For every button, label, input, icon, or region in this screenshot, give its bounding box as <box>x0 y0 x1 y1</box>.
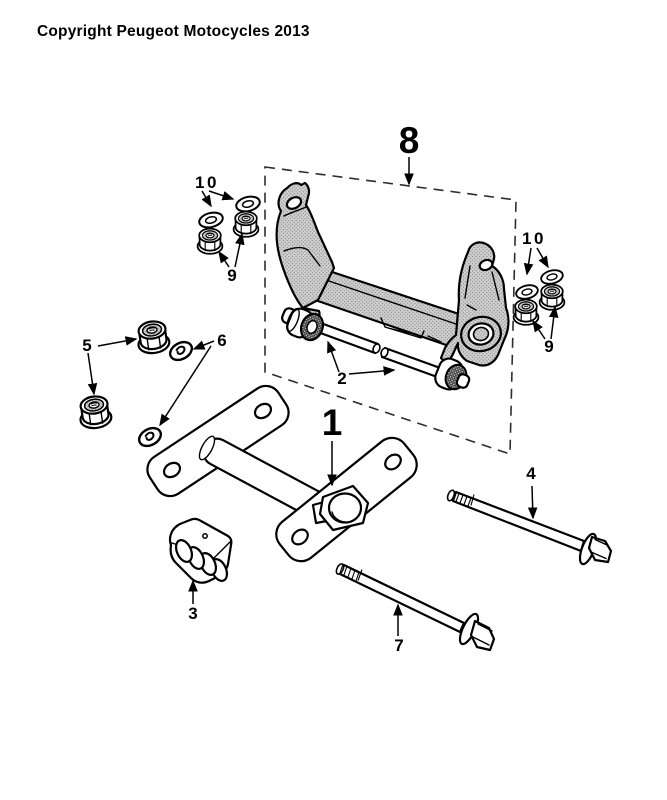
part-6-wave-washer-b <box>134 423 166 451</box>
part-1-link-assembly <box>146 384 418 563</box>
callout-10-right: 10 <box>522 229 546 248</box>
callout-6: 6 <box>217 331 226 350</box>
arrow-6b <box>159 345 212 427</box>
part-2-bushing-pin-left <box>281 307 381 355</box>
part-6-wave-washer-a <box>165 337 197 365</box>
arrow-9L-b <box>234 232 245 268</box>
arrow-10L-a <box>201 190 212 208</box>
arrow-5b <box>87 352 98 396</box>
arrow-9R-b <box>548 305 559 340</box>
arrow-2a <box>327 340 340 373</box>
part-8-mount-crossmember <box>275 181 510 367</box>
part-3-rubber-damper <box>168 517 233 584</box>
part-10-washer-right-a <box>538 267 566 287</box>
part-5-lock-nut-b <box>76 393 114 432</box>
part-10-washer-right-b <box>513 282 541 302</box>
callout-9-left: 9 <box>227 266 236 285</box>
left-bracket-hole <box>285 196 303 210</box>
bolt-thread <box>451 491 475 507</box>
part-7-flange-bolt <box>335 563 496 652</box>
part-10-washer-left-b <box>196 209 226 231</box>
arrow-4 <box>527 485 538 520</box>
callout-2: 2 <box>337 369 346 388</box>
part-10-washer-left-a <box>233 193 263 215</box>
arrow-10R-a <box>523 247 534 276</box>
part-4-flange-bolt <box>446 489 613 566</box>
part-9-nut-right-b <box>512 298 540 326</box>
bolt-hex-head <box>587 535 613 564</box>
arrow-5a <box>97 336 138 347</box>
callout-1: 1 <box>322 402 343 443</box>
left-bracket-arm <box>275 181 336 310</box>
callout-7: 7 <box>394 636 403 655</box>
part-9-nut-right-a <box>538 283 566 311</box>
copyright-text: Copyright Peugeot Motocycles 2013 <box>37 23 310 40</box>
callout-5: 5 <box>82 336 91 355</box>
arrow-9R-a <box>532 319 546 340</box>
callout-9-right: 9 <box>544 337 553 356</box>
bolt-hex-head <box>469 619 496 652</box>
callout-8: 8 <box>399 120 420 161</box>
callout-10-left: 10 <box>195 173 219 192</box>
callout-arrows <box>87 157 559 636</box>
part-9-nut-left-b <box>196 227 224 255</box>
right-bracket-hole <box>478 258 494 272</box>
bolt-thread <box>339 563 363 582</box>
callout-3: 3 <box>188 604 197 623</box>
arrow-2b <box>348 366 396 376</box>
arrow-10L-b <box>208 190 235 201</box>
arrow-6a <box>192 340 215 350</box>
group-8-dashed-outline <box>264 166 517 456</box>
part-5-lock-nut-a <box>134 318 172 357</box>
callout-4: 4 <box>526 464 536 483</box>
part-9-nut-left-a <box>232 210 260 238</box>
part-2-bushing-pin-right <box>380 346 471 391</box>
arrow-10R-b <box>536 247 549 269</box>
arrow-9L-a <box>218 250 230 268</box>
